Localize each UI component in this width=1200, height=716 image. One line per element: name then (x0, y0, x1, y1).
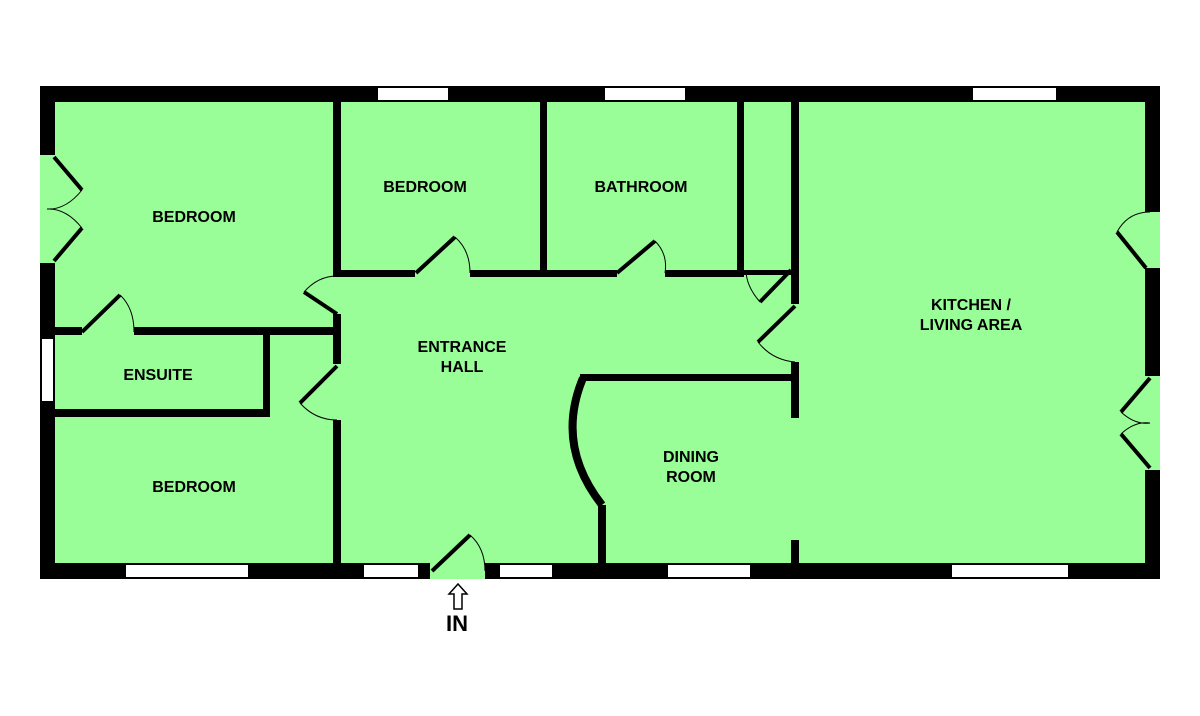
window (126, 565, 248, 577)
room-label-bathroom: BATHROOM (594, 179, 687, 196)
room-label-bedroom-2: BEDROOM (383, 179, 467, 196)
room-label-entrance-hall-line1: ENTRANCE (418, 339, 507, 356)
window (605, 88, 685, 100)
window (973, 88, 1056, 100)
window (42, 339, 53, 401)
interior-walls (40, 86, 799, 565)
doors (46, 155, 1152, 573)
room-label-bedroom-1: BEDROOM (152, 209, 236, 226)
window (378, 88, 448, 100)
window (500, 565, 552, 577)
room-label-entrance-hall-line2: HALL (441, 359, 484, 376)
windows (42, 88, 1068, 577)
outer-walls (40, 86, 1160, 579)
window (668, 565, 750, 577)
curved-wall (568, 376, 606, 508)
window (952, 565, 1068, 577)
room-label-ensuite: ENSUITE (123, 367, 193, 384)
room-label-kitchen-line1: KITCHEN / (931, 297, 1012, 314)
room-label-dining-line2: ROOM (666, 469, 716, 486)
entrance-arrow-icon (447, 582, 469, 610)
room-label-bedroom-3: BEDROOM (152, 479, 236, 496)
room-label-dining-line1: DINING (663, 449, 719, 466)
window (364, 565, 418, 577)
room-label-kitchen-line2: LIVING AREA (920, 317, 1023, 334)
entrance-label: IN (446, 611, 468, 636)
